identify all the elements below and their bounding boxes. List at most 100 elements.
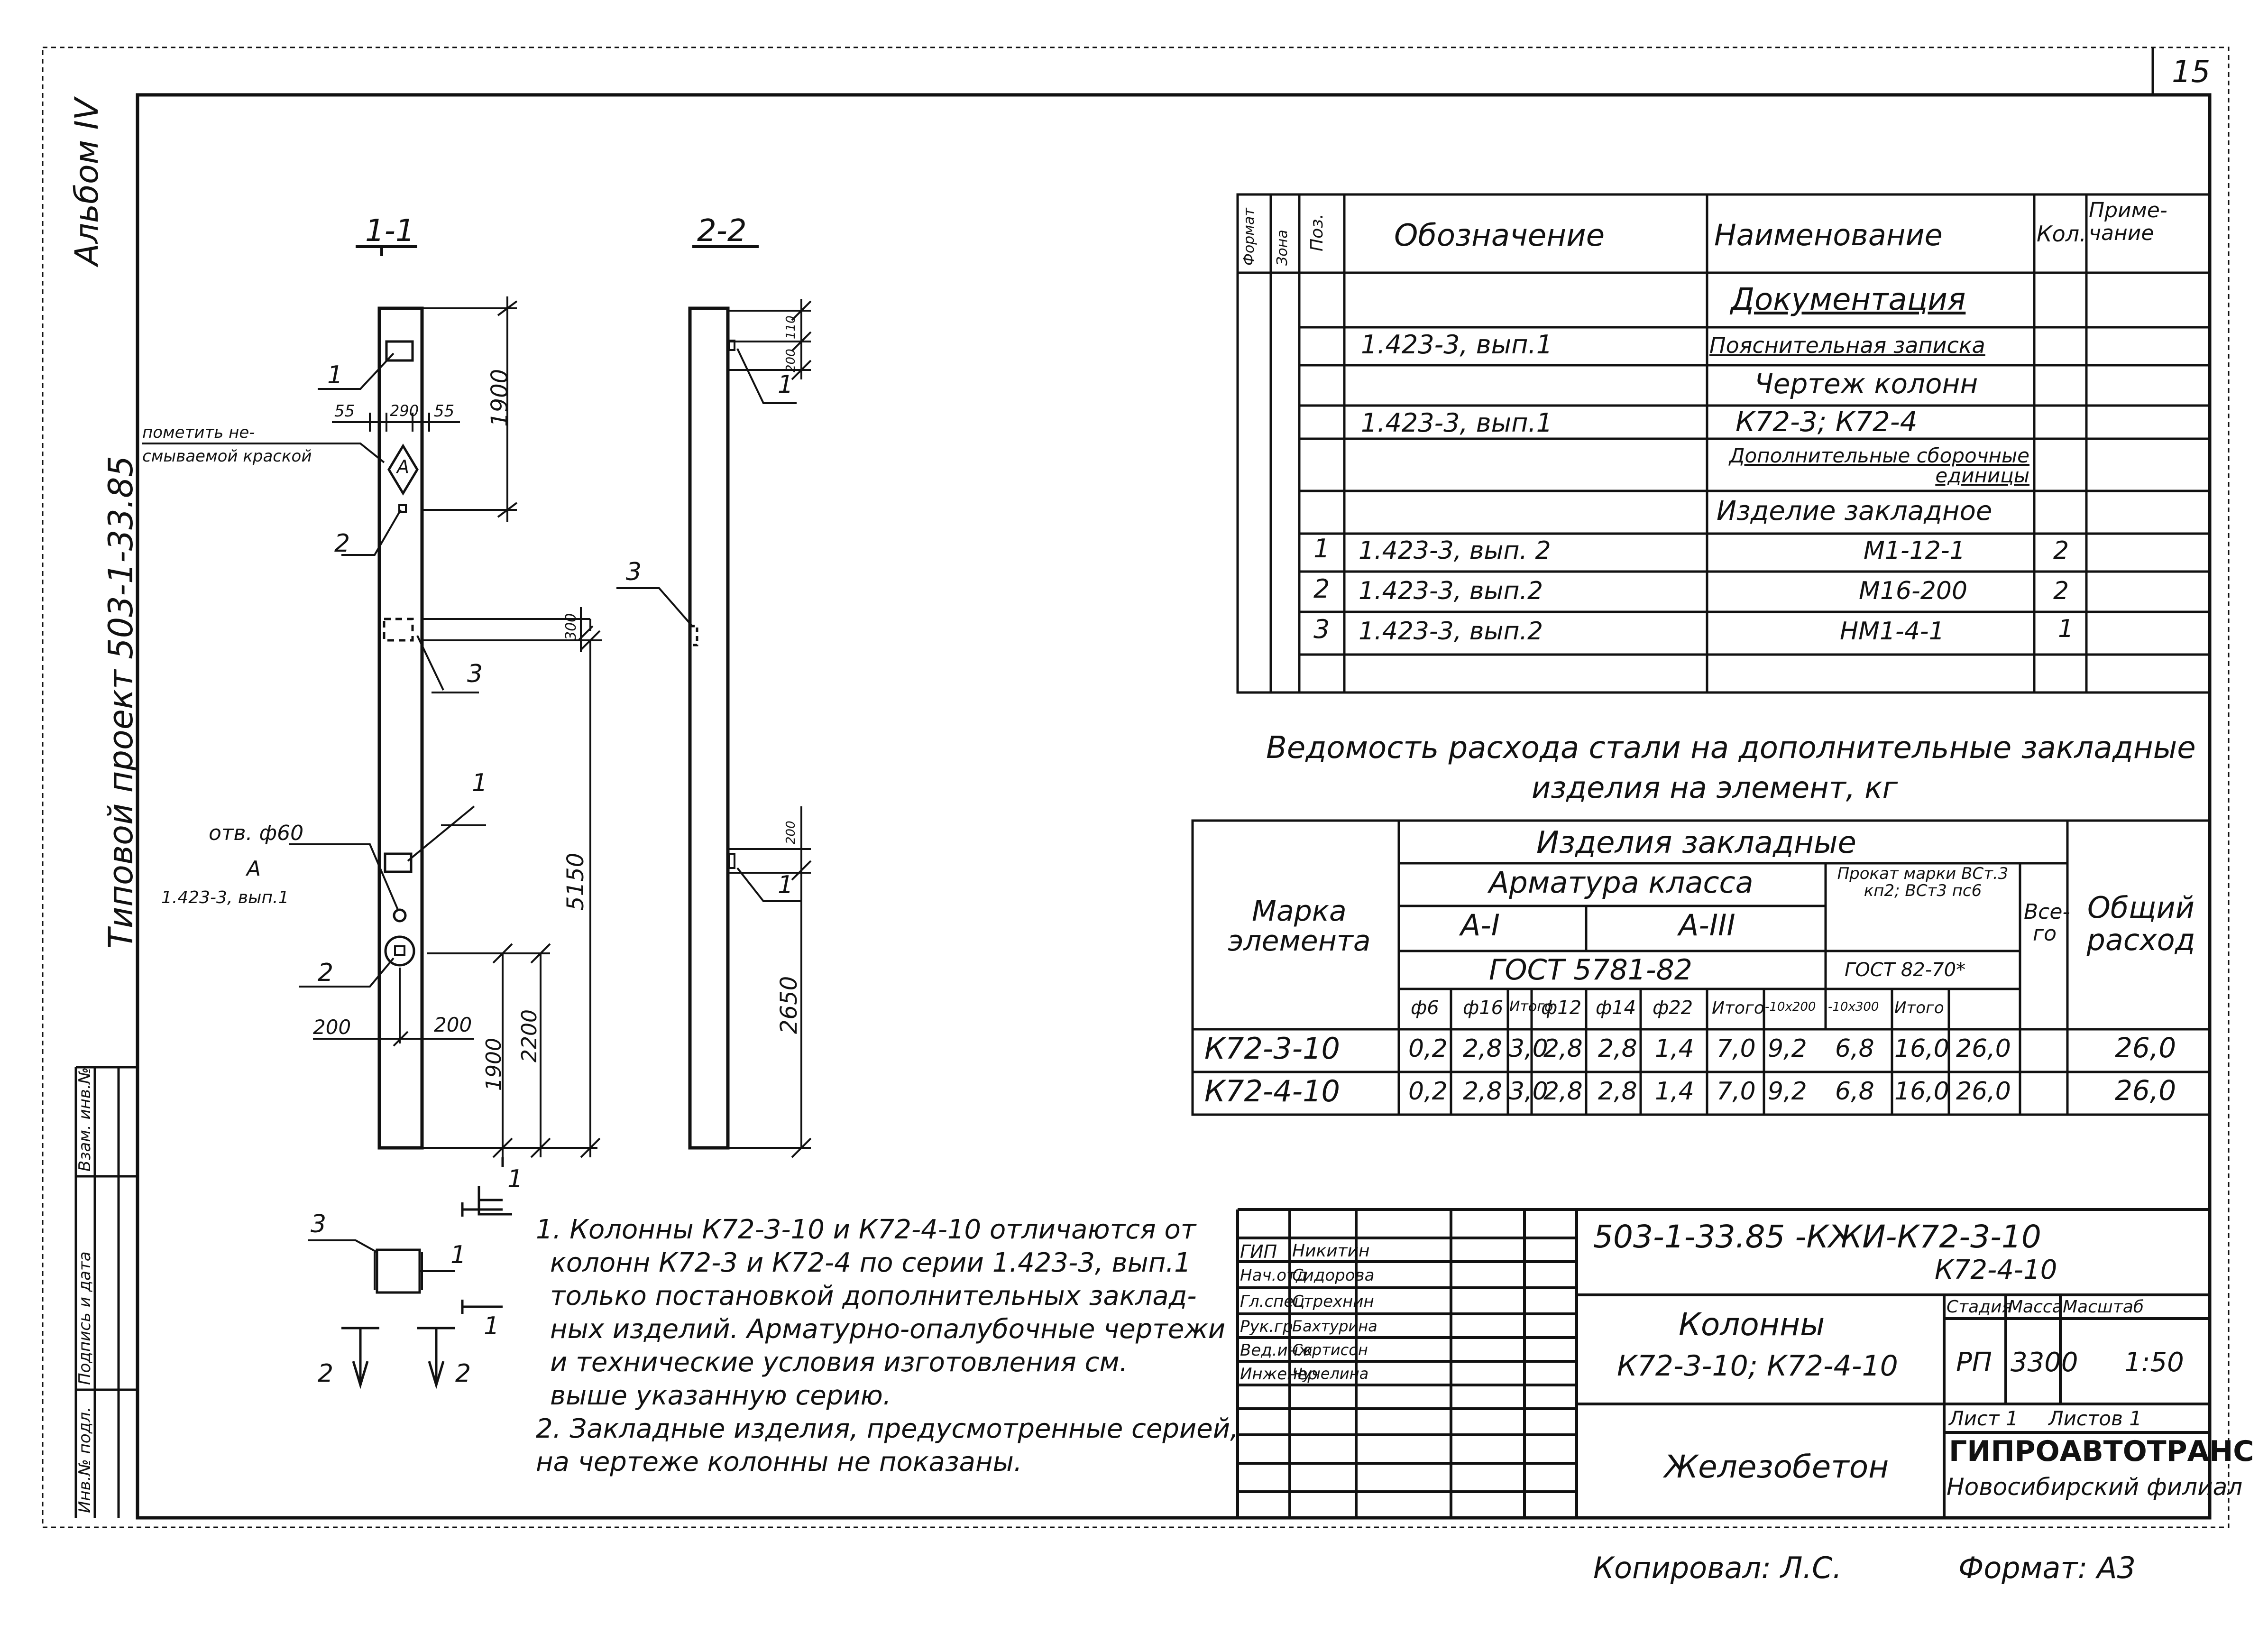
cut-1a: 1 [507,1165,523,1193]
format-label: Формат: А3 [1958,1551,2136,1585]
steel-sub-9: Итого [1894,998,1944,1017]
name-5: Чучелина [1292,1365,1369,1383]
steel-row-0-v10: 26,0 [1956,1034,2011,1063]
section-2-title: 2-2 [697,213,747,249]
steel-title-2: изделия на элемент, кг [1532,770,1898,805]
section-1-title: 1-1 [365,213,415,249]
name-4: Сортисон [1292,1341,1368,1359]
cut-2a: 2 [318,1359,334,1388]
dim-200a: 200 [313,1016,351,1039]
stage-value: РП [1956,1347,1992,1378]
spec-row-7-name: М16-200 [1859,577,1968,605]
steel-row-1-v1: 2,8 [1463,1077,1502,1106]
sheet-value: Лист 1 [1949,1407,2019,1430]
spec-row-8-pos: 3 [1313,614,1330,644]
steel-sub-8: -10х300 [1828,1000,1879,1014]
steel-h-ai: А-I [1460,908,1500,942]
spec-row-8-name: НМ1-4-1 [1840,617,1945,646]
steel-row-0-total: 26,0 [2115,1032,2176,1064]
role-4: Вед.инж [1240,1341,1313,1360]
callout-2b: 2 [318,959,334,987]
scale-value: 1:50 [2124,1347,2184,1378]
doc-title-1: Колонны [1679,1306,1825,1343]
steel-row-0-v2: 3,0 [1509,1034,1548,1063]
steel-row-0-v3: 2,8 [1543,1034,1583,1063]
spec-row-3-name: К72-3; К72-4 [1735,406,1918,438]
steel-row-1-v2: 3,0 [1509,1077,1548,1106]
steel-row-0-v9: 16,0 [1894,1034,1949,1063]
spec-h-zone: Зона [1274,230,1291,266]
note-line-3: ных изделий. Арматурно-опалубочные черте… [550,1314,1226,1345]
dim-55a: 55 [334,402,355,421]
steel-row-1-v0: 0,2 [1408,1077,1448,1106]
steel-row-0-v0: 0,2 [1408,1034,1448,1063]
steel-h-total: Общий расход [2086,890,2195,958]
steel-h-mark: Марка элемента [1228,895,1371,958]
dim-200c: 200 [784,349,798,372]
name-3: Бахтурина [1292,1317,1377,1335]
steel-row-1-v3: 2,8 [1543,1077,1583,1106]
steel-h-parts: Изделия закладные [1536,825,1856,860]
steel-sub-1: ф16 [1463,997,1504,1019]
role-2: Гл.спец [1240,1292,1305,1311]
steel-row-0-v8: 6,8 [1835,1034,1874,1063]
steel-row-1-v8: 6,8 [1835,1077,1874,1106]
inner-frame [136,93,2212,1520]
scale-header: Масштаб [2063,1297,2144,1317]
hole-label: отв. ф60 [209,821,304,845]
spec-h-name: Наименование [1714,218,1943,252]
spec-row-5-name: Изделие закладное [1717,496,1993,526]
name-0: Никитин [1292,1241,1370,1261]
steel-row-1-v6: 7,0 [1717,1077,1756,1106]
note-line-5: выше указанную серию. [550,1380,891,1411]
steel-row-1-v4: 2,8 [1598,1077,1637,1106]
note-line-1: колонн К72-3 и К72-4 по серии 1.423-3, в… [550,1247,1191,1278]
spec-h-qty: Кол. [2037,221,2086,247]
title-block-lines [1236,1208,2210,1518]
cut-2b: 2 [455,1359,471,1388]
paint-note-1: пометить не- [142,423,255,442]
spec-row-7-pos: 2 [1313,574,1330,604]
steel-row-1-total: 26,0 [2115,1074,2176,1107]
steel-h-gost1: ГОСТ 5781-82 [1489,953,1692,987]
spec-row-6-qty: 2 [2053,536,2069,565]
stamp-replace: Взам. инв.№ [75,1067,94,1172]
steel-h-rebar: Арматура класса [1489,865,1754,900]
stamp-sign: Подпись и дата [75,1251,94,1385]
stamp-inv: Инв.№ подл. [75,1407,94,1513]
role-5: Инженер [1240,1365,1318,1384]
spec-h-note: Приме- чание [2089,198,2167,246]
sheets-value: Листов 1 [2048,1407,2142,1430]
spec-row-6-code: 1.423-3, вып. 2 [1359,536,1551,565]
role-1: Нач.отд [1240,1266,1307,1285]
callout-2: 2 [334,529,350,558]
dim-110: 110 [784,315,798,339]
org-name: ГИПРОАВТОТРАНС [1949,1435,2254,1468]
steel-sub-7: -10х200 [1765,1000,1816,1014]
steel-h-aiii: А-III [1679,908,1735,942]
cut-1b: 1 [484,1312,500,1340]
steel-row-0-v6: 7,0 [1717,1034,1756,1063]
note-line-4: и технические условия изготовления см. [550,1347,1128,1378]
album-label: Альбом IV [68,98,106,266]
steel-h-all: Все-го [2024,900,2070,946]
mass-value: 3300 [2011,1347,2078,1378]
doc-code: 503-1-33.85 -КЖИ-К72-3-10 [1593,1219,2041,1255]
steel-row-0-v4: 2,8 [1598,1034,1637,1063]
spec-row-6-pos: 1 [1313,534,1330,563]
spec-row-4-name: Дополнительные сборочные единицы [1729,444,2029,487]
steel-sub-6: Итого [1712,998,1764,1018]
dim-2650: 2650 [776,976,802,1034]
steel-row-0-mark: К72-3-10 [1204,1031,1340,1066]
steel-table-lines [1191,819,2211,1116]
spec-row-8-qty: 1 [2058,615,2074,643]
steel-row-1-v7: 9,2 [1768,1077,1807,1106]
dim-200b: 200 [434,1013,472,1036]
steel-row-1-v9: 16,0 [1894,1077,1949,1106]
spec-h-format: Формат [1241,208,1258,266]
sheet-number: 15 [2172,55,2211,90]
steel-sub-3: ф12 [1541,997,1582,1019]
role-0: ГИП [1240,1241,1277,1262]
dim-1900b: 1900 [482,1038,506,1091]
